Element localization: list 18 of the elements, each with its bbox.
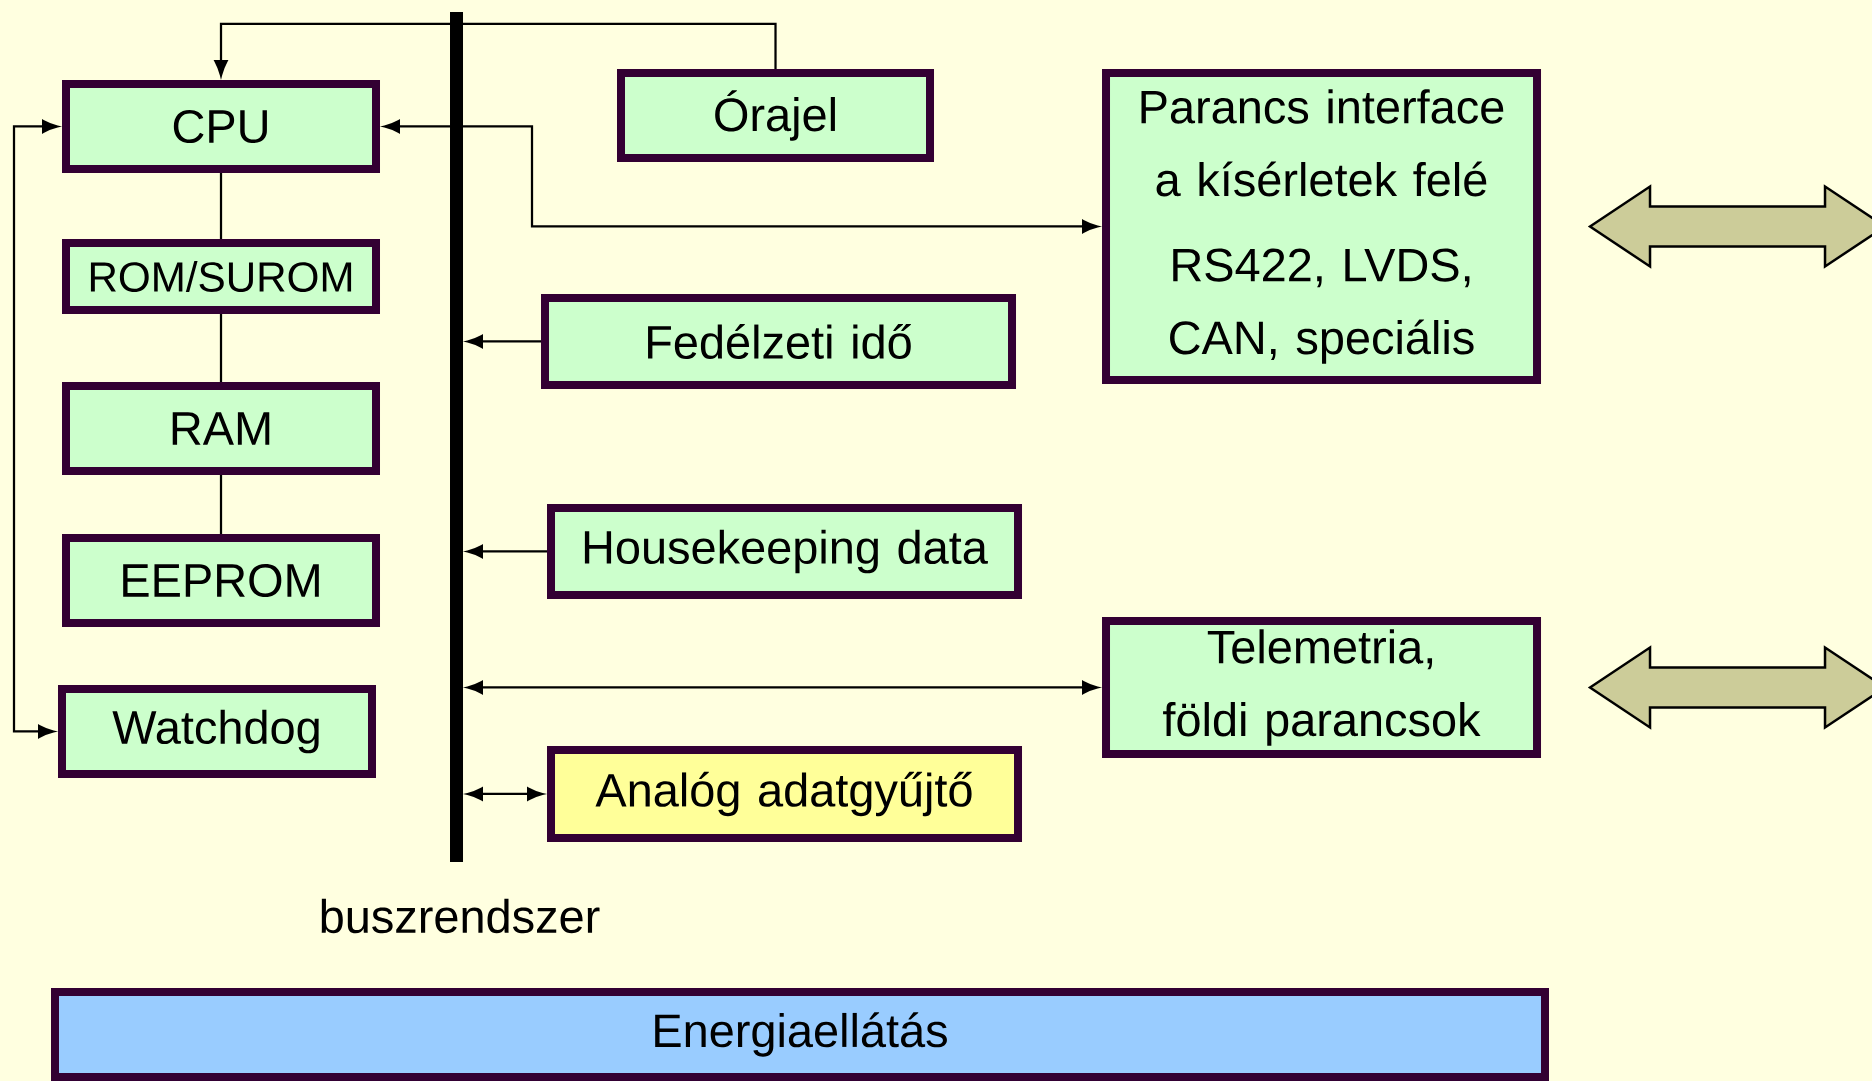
process-box: EEPROM: [62, 534, 380, 627]
arrow: [214, 22, 777, 77]
process-box: ROM/SUROM: [62, 239, 380, 314]
bus-bar: [450, 12, 463, 862]
process-box: Housekeeping data: [547, 504, 1022, 599]
bus-label: buszrendszer: [321, 898, 600, 934]
connector-line: [219, 173, 223, 239]
process-box: Watchdog: [58, 685, 376, 778]
process-box: Analóg adatgyűjtő: [547, 746, 1022, 842]
process-box: Telemetria, földi parancsok: [1102, 617, 1541, 758]
connector-line: [219, 475, 223, 534]
process-box: Fedélzeti idő: [541, 294, 1016, 389]
arrow: [466, 787, 544, 801]
process-box: CPU: [62, 80, 380, 173]
connector-line: [219, 314, 223, 382]
process-box: RAM: [62, 382, 380, 475]
process-box: Parancs interface a kísérletek felé RS422, LVDS, CAN, speciális: [1102, 69, 1541, 384]
process-box: Energiaellátás: [51, 988, 1549, 1081]
